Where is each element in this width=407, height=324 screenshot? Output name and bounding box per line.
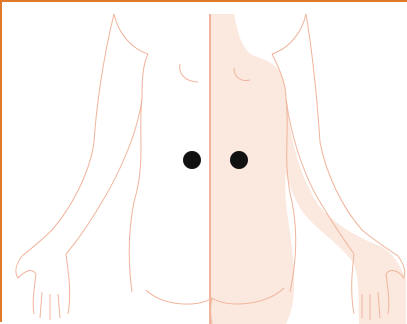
marker-right-lower-back (230, 151, 248, 169)
right-half-skin-fill (210, 14, 406, 324)
marker-left-lower-back (183, 151, 201, 169)
